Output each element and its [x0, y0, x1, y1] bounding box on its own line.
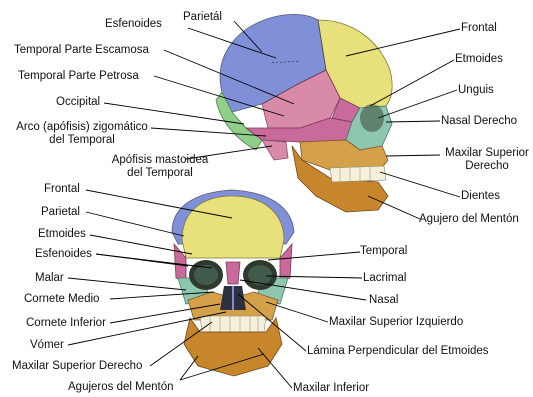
label-maxilar-sup-der-line1: Maxilar Superior [441, 147, 533, 160]
label-mastoidea-line1: Apófisis mastoidea [102, 154, 218, 167]
label-maxilar-superior-izquierdo: Maxilar Superior Izquierdo [329, 316, 463, 329]
label-etmoides-front: Etmoides [38, 228, 86, 241]
label-esfenoides-front: Esfenoides [35, 248, 92, 261]
lateral-teeth [330, 166, 386, 182]
label-frontal-top: Frontal [461, 22, 497, 35]
label-lamina-perpendicular: Lámina Perpendicular del Etmoides [307, 345, 489, 358]
label-nasal: Nasal [369, 294, 398, 307]
label-lacrimal: Lacrimal [363, 272, 406, 285]
label-agujero-menton: Agujero del Mentón [419, 213, 519, 226]
label-maxilar-superior-derecho-lateral: Maxilar Superior Derecho [441, 147, 533, 173]
label-frontal-front: Frontal [44, 183, 80, 196]
label-maxilar-superior-derecho-front: Maxilar Superior Derecho [12, 360, 142, 373]
label-temporal-escamosa: Temporal Parte Escamosa [14, 44, 149, 57]
label-maxilar-sup-der-line2: Derecho [441, 160, 533, 173]
label-arco-line1: Arco (apófisis) zigomático [12, 121, 152, 134]
label-arco-line2: del Temporal [12, 134, 152, 147]
label-arco-zigomatico: Arco (apófisis) zigomático del Temporal [12, 121, 152, 147]
label-unguis: Unguis [458, 84, 494, 97]
label-occipital: Occipital [56, 96, 100, 109]
label-parietal-top: Parietál [183, 11, 222, 24]
label-cornete-medio: Cornete Medio [24, 293, 99, 306]
lateral-orbit [360, 104, 384, 132]
label-apofisis-mastoidea: Apófisis mastoidea del Temporal [102, 154, 218, 180]
label-maxilar-inferior: Maxilar Inferior [293, 382, 369, 395]
label-nasal-derecho: Nasal Derecho [441, 115, 517, 128]
label-vomer: Vómer [30, 339, 64, 352]
label-dientes: Dientes [461, 190, 500, 203]
label-temporal-petrosa: Temporal Parte Petrosa [18, 70, 139, 83]
lateral-mastoid-process [262, 140, 288, 160]
label-temporal-front: Temporal [360, 245, 407, 258]
lateral-skull [216, 14, 392, 212]
frontal-skull [172, 190, 294, 376]
label-etmoides-top: Etmoides [455, 53, 503, 66]
label-parietal-front: Parietal [41, 206, 80, 219]
label-agujeros-menton: Agujeros del Mentón [68, 381, 173, 394]
label-malar: Malar [35, 272, 64, 285]
label-cornete-inferior: Cornete Inferior [26, 317, 106, 330]
label-mastoidea-line2: del Temporal [102, 167, 218, 180]
label-esfenoides-top: Esfenoides [105, 18, 162, 31]
front-nasal-bone [226, 262, 240, 284]
